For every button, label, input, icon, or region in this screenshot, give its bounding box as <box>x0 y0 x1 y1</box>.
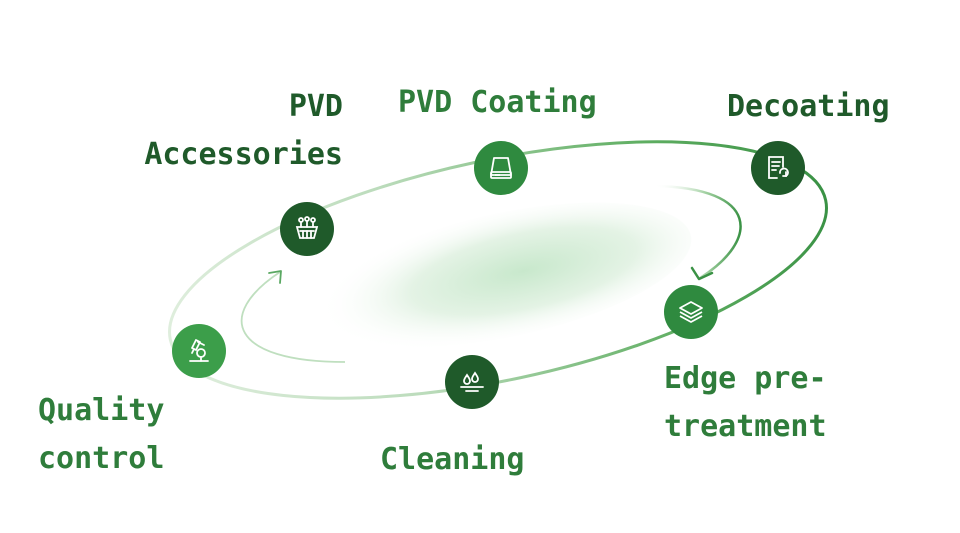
inner-arrow-left-head <box>268 270 282 284</box>
label-quality-control: Quality control <box>38 393 165 476</box>
label-pvd-accessories: PVD Accessories <box>144 89 343 172</box>
node-pvd-accessories <box>280 202 334 256</box>
node-decoating <box>751 141 805 195</box>
coating-chamber-icon <box>490 157 512 179</box>
label-edge-pretreatment: Edge pre- treatment <box>664 361 827 444</box>
water-drops-icon <box>460 371 484 392</box>
node-pvd-coating <box>474 141 528 195</box>
label-pvd-coating: PVD Coating <box>398 85 597 120</box>
pvd-fixture-icon <box>295 216 319 239</box>
inner-arrow-left <box>240 271 346 363</box>
center-glow <box>318 202 692 348</box>
inner-arrow-right-head <box>690 266 714 281</box>
microscope-icon <box>189 339 209 362</box>
inner-arrow-right <box>654 184 742 280</box>
label-cleaning: Cleaning <box>380 442 525 477</box>
layers-icon <box>679 301 703 323</box>
node-quality-control <box>172 324 226 378</box>
label-decoating: Decoating <box>727 89 890 124</box>
node-edge-pretreatment <box>664 285 718 339</box>
node-cleaning <box>445 355 499 409</box>
decoating-document-icon <box>768 156 789 179</box>
